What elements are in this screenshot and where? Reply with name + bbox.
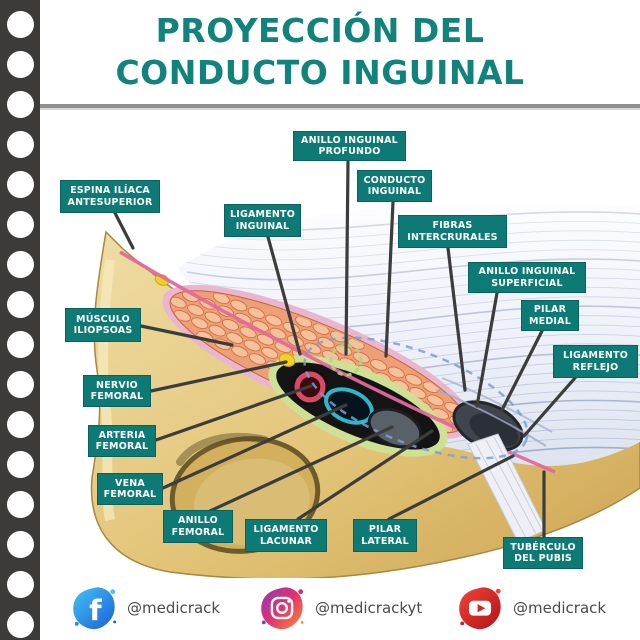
leader-fibras-intercrurales (446, 246, 467, 392)
leader-anillo-femoral (208, 425, 394, 513)
facebook-link[interactable]: f @medicrack (70, 584, 220, 632)
instagram-icon (261, 587, 304, 630)
binding-hole (7, 291, 34, 318)
title-line-1: PROYECCIÓN DEL (155, 11, 485, 50)
facebook-icon: f (73, 587, 117, 630)
inguinal-canal-projection-outline (303, 336, 529, 460)
binding-hole (7, 571, 34, 598)
leader-espina-iliaca-antesuperior (113, 211, 135, 250)
leader-lines (113, 159, 577, 539)
svg-text:f: f (89, 593, 102, 627)
binding-hole (7, 371, 34, 398)
instagram-handle: @medicrackyt (315, 599, 423, 617)
leader-conducto-inguinal (384, 200, 395, 358)
facebook-handle: @medicrack (127, 599, 221, 617)
leader-ligamento-inguinal (266, 235, 302, 356)
binding-hole (7, 51, 34, 78)
binding-hole (7, 331, 34, 358)
binding-hole (7, 11, 34, 38)
binding-hole (7, 91, 34, 118)
leader-musculo-iliopsoas (139, 324, 234, 347)
instagram-link[interactable]: @medicrackyt (258, 584, 422, 632)
binding-hole (7, 531, 34, 558)
leader-arteria-femoral (154, 384, 313, 442)
superficial-ring-shape (435, 377, 553, 543)
social-footer: f @medicrack @medicrackyt @medicrack (40, 578, 640, 640)
binding-hole (7, 611, 34, 638)
title-line-2: CONDUCTO INGUINAL (115, 53, 525, 92)
leader-nervio-femoral (149, 360, 288, 393)
leader-ligamento-reflejo (522, 376, 577, 438)
leader-vena-femoral (161, 403, 348, 490)
page-title: PROYECCIÓN DEL CONDUCTO INGUINAL (30, 10, 610, 94)
title-divider (40, 104, 640, 110)
spiral-binding (0, 0, 40, 640)
deep-ring-outline (329, 343, 363, 377)
binding-hole (7, 211, 34, 238)
binding-hole (7, 491, 34, 518)
leader-anillo-inguinal-profundo (344, 159, 350, 356)
leader-pilar-medial (500, 329, 544, 412)
binding-hole (7, 131, 34, 158)
leader-pilar-lateral (387, 454, 515, 521)
binding-hole (7, 171, 34, 198)
leader-ligamento-lacunar (296, 429, 434, 521)
leader-anillo-inguinal-superficial (475, 291, 499, 408)
youtube-icon (459, 587, 501, 630)
youtube-link[interactable]: @medicrack (456, 584, 606, 632)
binding-hole (7, 451, 34, 478)
binding-hole (7, 251, 34, 278)
youtube-handle: @medicrack (513, 599, 607, 617)
femoral-sheath-shape (268, 353, 448, 457)
binding-hole (7, 411, 34, 438)
